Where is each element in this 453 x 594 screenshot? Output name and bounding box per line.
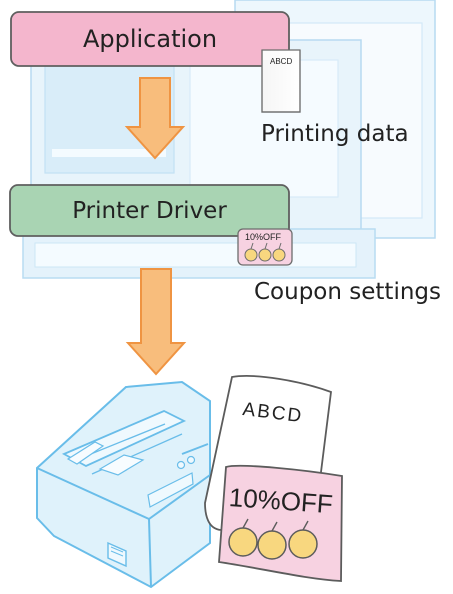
- printer-driver-label: Printer Driver: [72, 197, 227, 224]
- document-text: ABCD: [270, 57, 293, 66]
- application-box: [10, 11, 290, 67]
- printing-data-label: Printing data: [261, 121, 409, 147]
- printed-receipt: [204, 375, 343, 582]
- coupon-icon-text: 10%OFF: [245, 232, 282, 242]
- arrow-down-2: [125, 268, 187, 376]
- arrow-down-1: [124, 77, 186, 160]
- printer-driver-box: [9, 184, 290, 237]
- coupon-settings-icon: [237, 228, 293, 266]
- application-label: Application: [82, 25, 218, 53]
- receipt-printer-illustration: [36, 380, 211, 589]
- coupon-settings-label: Coupon settings: [254, 279, 441, 305]
- printing-data-document-icon: [261, 49, 301, 113]
